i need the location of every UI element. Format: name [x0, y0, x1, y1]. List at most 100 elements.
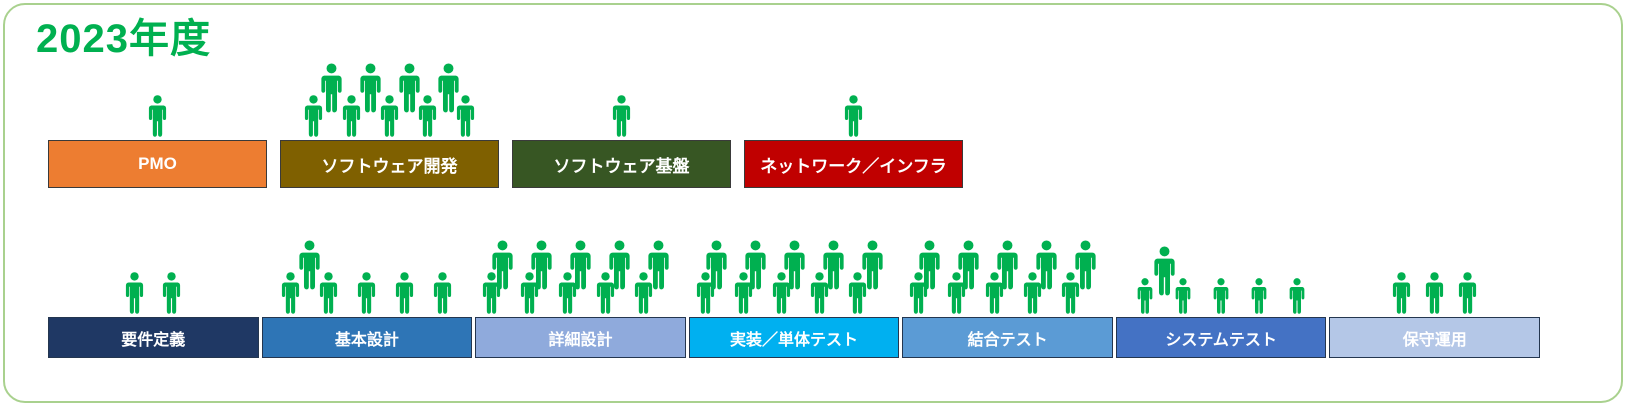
person-row	[480, 272, 655, 314]
phase-label: 保守運用	[1402, 331, 1467, 349]
team-group: ソフトウェア基盤	[512, 95, 731, 188]
person-icon	[1036, 240, 1057, 290]
phase-label: 結合テスト	[967, 331, 1048, 349]
team-box: ネットワーク／インフラ	[744, 140, 963, 188]
team-box: ソフトウェア基盤	[512, 140, 731, 188]
person-icon	[848, 272, 866, 314]
team-label: PMO	[138, 154, 177, 173]
person-icon	[696, 272, 714, 314]
phase-box: 基本設計	[261, 317, 473, 358]
phase-group: 実装／単体テスト	[688, 240, 900, 358]
person-row	[842, 95, 865, 137]
person-row	[694, 272, 869, 314]
person-icon	[744, 240, 766, 290]
person-icon	[418, 95, 437, 137]
phase-box: 結合テスト	[902, 317, 1113, 358]
person-icon	[1426, 272, 1444, 314]
team-label: ソフトウェア開発	[321, 156, 458, 176]
person-icon	[320, 272, 338, 314]
team-group: ソフトウェア開発	[280, 63, 499, 188]
person-icon	[948, 272, 966, 314]
person-icon	[783, 240, 805, 290]
person-icon	[434, 272, 452, 314]
team-box: ソフトウェア開発	[280, 140, 499, 188]
person-icon	[456, 95, 475, 137]
person-icon	[1175, 278, 1191, 314]
person-row	[302, 95, 477, 137]
team-row: PMO ソフトウェア開発 ソフトウェア基盤 ネットワーク／インフラ	[48, 63, 963, 188]
headcount-icons	[48, 272, 259, 314]
phase-group: 要件定義	[48, 272, 259, 358]
person-icon	[570, 240, 591, 290]
phase-box: 詳細設計	[475, 317, 686, 358]
person-icon	[609, 240, 630, 290]
phase-box: 要件定義	[48, 317, 259, 358]
person-icon	[482, 272, 501, 314]
headcount-icons	[689, 240, 900, 314]
person-icon	[1062, 272, 1080, 314]
team-label: ネットワーク／インフラ	[760, 156, 947, 176]
person-icon	[997, 240, 1018, 290]
headcount-icons	[902, 240, 1113, 314]
person-icon	[492, 240, 513, 290]
phase-group: 基本設計	[261, 240, 473, 358]
person-icon	[705, 240, 727, 290]
person-icon	[822, 240, 844, 290]
person-icon	[148, 95, 167, 137]
page-title: 2023年度	[36, 17, 211, 61]
person-icon	[520, 272, 539, 314]
person-icon	[1024, 272, 1042, 314]
person-icon	[1154, 246, 1175, 296]
phase-box: 実装／単体テスト	[688, 317, 900, 358]
person-icon	[772, 272, 790, 314]
person-icon	[596, 272, 615, 314]
person-icon	[398, 63, 420, 113]
person-icon	[1213, 278, 1229, 314]
headcount-icons	[262, 240, 473, 314]
person-row	[146, 95, 169, 137]
person-icon	[282, 272, 300, 314]
person-row	[489, 240, 672, 290]
phase-group: システムテスト	[1115, 246, 1327, 358]
person-icon	[1137, 278, 1153, 314]
person-icon	[342, 95, 361, 137]
person-row	[296, 240, 323, 290]
person-icon	[910, 272, 928, 314]
phase-label: 基本設計	[334, 331, 399, 349]
person-icon	[1075, 240, 1096, 290]
phase-label: 詳細設計	[548, 331, 613, 349]
person-icon	[380, 95, 399, 137]
person-icon	[734, 272, 752, 314]
person-icon	[1289, 278, 1305, 314]
phase-box: 保守運用	[1329, 317, 1541, 358]
person-icon	[437, 63, 459, 113]
team-box: PMO	[48, 140, 267, 188]
person-icon	[558, 272, 577, 314]
headcount-icons	[1116, 246, 1327, 314]
person-icon	[986, 272, 1004, 314]
person-icon	[1459, 272, 1477, 314]
person-icon	[299, 240, 320, 290]
person-row	[1151, 246, 1178, 296]
headcount-icons	[280, 63, 499, 137]
person-icon	[919, 240, 940, 290]
person-row	[916, 240, 1099, 290]
person-icon	[634, 272, 653, 314]
person-row	[279, 272, 454, 314]
team-label: ソフトウェア基盤	[553, 156, 690, 176]
phase-box: システムテスト	[1115, 317, 1327, 358]
team-group: PMO	[48, 95, 267, 188]
person-icon	[531, 240, 552, 290]
person-row	[318, 63, 462, 113]
person-row	[1135, 278, 1307, 314]
headcount-icons	[512, 95, 731, 137]
headcount-icons	[475, 240, 686, 314]
person-icon	[958, 240, 979, 290]
person-icon	[126, 272, 144, 314]
person-icon	[396, 272, 414, 314]
person-icon	[810, 272, 828, 314]
person-icon	[1393, 272, 1411, 314]
phase-label: 実装／単体テスト	[730, 331, 859, 349]
person-row	[703, 240, 886, 290]
